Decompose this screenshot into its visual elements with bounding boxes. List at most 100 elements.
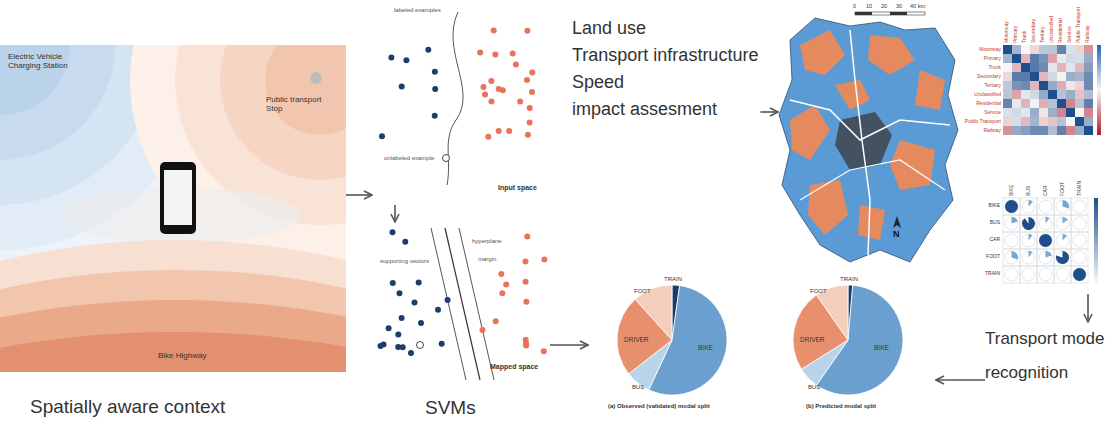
node-text: FOOT	[810, 288, 827, 295]
unlabeled-point	[443, 155, 450, 162]
heatmap-cell	[1084, 81, 1093, 90]
graphic-path	[835, 112, 892, 170]
heatmap-cell	[1066, 90, 1075, 99]
heatmap-cell	[1030, 63, 1039, 72]
heatmap-cell	[1030, 108, 1039, 117]
heatmap-cell	[1066, 108, 1075, 117]
heatmap-cell	[1066, 117, 1075, 126]
data-point	[524, 77, 530, 83]
hyperplane-line	[445, 228, 480, 380]
support-vector	[445, 297, 451, 303]
graphic-path	[790, 105, 830, 160]
grid-cell	[1071, 232, 1088, 249]
value-pie	[1063, 234, 1067, 241]
heatmap-cell	[1084, 63, 1093, 72]
node-text: (a) Observed (validated) modal split	[608, 403, 710, 410]
heatmap-cell	[1057, 81, 1066, 90]
grid-cell	[1003, 266, 1020, 283]
node-text: hyperplane	[472, 238, 502, 245]
axis-label: Secondary	[943, 74, 1001, 80]
graphic-path	[779, 18, 958, 262]
data-point	[523, 258, 529, 264]
axis-label: Secondary	[1031, 19, 1037, 43]
data-point	[381, 342, 387, 348]
grid-cell	[1054, 266, 1071, 283]
color-bar	[1097, 45, 1101, 135]
graphic-path	[893, 216, 901, 228]
data-point	[500, 87, 506, 93]
axis-label: Unclassified	[943, 92, 1001, 98]
data-point	[435, 307, 441, 313]
data-point	[399, 315, 405, 321]
data-point	[541, 348, 547, 354]
heatmap-cell	[1021, 63, 1030, 72]
graphic-path	[858, 205, 885, 240]
heatmap-cell	[1048, 90, 1057, 99]
heatmap-cell	[1021, 108, 1030, 117]
data-point	[432, 69, 438, 75]
heatmap-cell	[1075, 72, 1084, 81]
node-text: impact assesment	[572, 99, 717, 120]
value-circle	[1022, 251, 1035, 264]
graphic-rect	[160, 162, 196, 234]
node-text: Bike Highway	[158, 351, 206, 360]
graphic-polyline	[850, 30, 870, 255]
data-point	[523, 299, 529, 305]
graphic-polyline	[800, 160, 945, 200]
node-text: DRIVER	[800, 336, 825, 343]
node-text: Public transport Stop	[266, 95, 330, 113]
node-text: 10	[866, 3, 872, 9]
graphic-circle	[220, 45, 346, 180]
grid-cell	[1054, 232, 1071, 249]
heatmap-cell	[1066, 126, 1075, 135]
data-point	[523, 337, 529, 343]
grid-cell	[1037, 215, 1054, 232]
heatmap-cell	[1066, 54, 1075, 63]
data-point	[525, 132, 531, 138]
graphic-path	[800, 30, 845, 75]
value-circle	[1022, 234, 1035, 247]
grid-cell	[1071, 249, 1088, 266]
value-circle	[1022, 268, 1035, 281]
value-circle	[1039, 217, 1052, 230]
heatmap-cell	[1021, 72, 1030, 81]
heatmap-cell	[1039, 108, 1048, 117]
heatmap-cell	[1021, 126, 1030, 135]
context-panel: Electric Vehicle Charging StationPublic …	[0, 45, 346, 425]
heatmap-cell	[1075, 108, 1084, 117]
heatmap-cell	[1021, 45, 1030, 54]
data-point	[510, 51, 516, 57]
heatmap-cell	[1003, 90, 1012, 99]
node-text: supporting vectors	[380, 258, 429, 265]
heatmap-cell	[1012, 72, 1021, 81]
data-point	[523, 279, 529, 285]
heatmap-cell	[1012, 90, 1021, 99]
value-circle	[1005, 234, 1018, 247]
heatmap-cell	[1039, 117, 1048, 126]
graphic-circle	[265, 45, 346, 135]
pie-chart: TRAINFOOTDRIVERBUSBIKE(b) Predicted moda…	[764, 276, 936, 416]
data-point	[496, 128, 502, 134]
heatmap-cell	[1048, 99, 1057, 108]
margin-line	[431, 228, 466, 380]
value-circle	[1073, 268, 1086, 281]
axis-label: Residential	[1058, 18, 1064, 43]
node-text: FOOT	[634, 288, 651, 295]
data-point	[395, 331, 401, 337]
heatmap-cell	[1039, 99, 1048, 108]
axis-label: Tertiary	[1040, 27, 1046, 43]
heatmap-cell	[1003, 108, 1012, 117]
graphic-ellipse	[0, 270, 346, 372]
value-pie	[1005, 200, 1018, 213]
data-point	[499, 290, 505, 296]
heatmap-cell	[1066, 72, 1075, 81]
flow-arrow	[550, 344, 588, 346]
heatmap-cell	[1039, 90, 1048, 99]
data-point	[524, 234, 530, 240]
data-point	[541, 257, 547, 263]
axis-label: Trunk	[1022, 30, 1028, 43]
data-point	[397, 290, 403, 296]
support-vector	[479, 327, 485, 333]
grid-cell	[1037, 232, 1054, 249]
graphic-ellipse	[0, 240, 346, 372]
